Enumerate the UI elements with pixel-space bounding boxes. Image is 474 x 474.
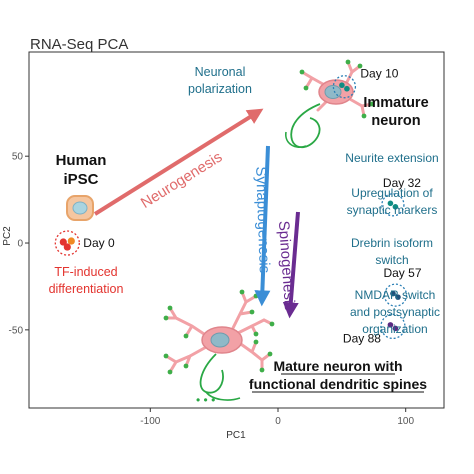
synaptogenesis-label: Synaptogenesis <box>252 166 273 273</box>
point-ring <box>383 283 408 307</box>
stage-4-line1: NMDAR switch <box>355 288 436 302</box>
mature-line2: functional dendritic spines <box>249 376 427 392</box>
neurogenesis-arrow <box>93 108 264 216</box>
point-ring <box>332 75 357 99</box>
cell-dot <box>63 243 71 251</box>
x-tick-label: 0 <box>275 416 281 427</box>
y-tick-label: 50 <box>12 152 24 163</box>
stage-1-line1: Neurite extension <box>345 151 438 165</box>
y-tick-label: -50 <box>9 325 24 336</box>
stage-4-line2: and postsynaptic <box>350 305 440 319</box>
point-label: Day 10 <box>360 67 398 81</box>
y-axis-label: PC2 <box>2 226 13 246</box>
point-ring <box>380 313 406 340</box>
immature-line2: neuron <box>371 113 420 129</box>
annotations: Human iPSC TF-induced differentiation Ne… <box>49 65 440 393</box>
axon-dots: • • • <box>196 393 215 407</box>
stage-2-line2: synaptic markers <box>347 203 438 217</box>
cell-dot <box>387 200 394 207</box>
cell-dot <box>392 204 399 210</box>
polarization-line1: Neuronal <box>195 65 246 79</box>
pca-points: Day 0 Day 10 Day 32 Day 57 Day 88 <box>54 67 422 345</box>
point-ring <box>381 193 405 217</box>
point-day-10: Day 10 <box>332 67 399 99</box>
point-day-0: Day 0 <box>54 230 115 256</box>
cell-dot <box>67 237 75 245</box>
stage-4-line3: organization <box>362 322 427 336</box>
ipsc-title-line1: Human <box>56 152 107 169</box>
stage-2-line1: Upregulation of <box>351 186 433 200</box>
illustrations: • • • <box>66 59 375 407</box>
point-day-32: Day 32 <box>381 176 421 217</box>
cell-dot <box>59 238 67 246</box>
ipsc-title-line2: iPSC <box>63 171 98 188</box>
tf-text-line2: differentiation <box>49 282 124 296</box>
point-label: Day 88 <box>343 331 381 345</box>
tf-text-line1: TF-induced <box>54 265 117 279</box>
cell-dot <box>392 325 399 332</box>
ipsc-cell-icon <box>66 195 94 221</box>
point-day-57: Day 57 <box>383 266 422 307</box>
x-tick-label: 100 <box>397 416 414 427</box>
chart-title: RNA-Seq PCA <box>30 36 128 53</box>
x-axis-label: PC1 <box>226 430 246 441</box>
point-label: Day 32 <box>383 176 421 190</box>
polarization-line2: polarization <box>188 82 252 96</box>
mature-line1: Mature neuron with <box>273 358 402 374</box>
point-label: Day 57 <box>383 266 421 280</box>
point-label: Day 0 <box>83 236 115 250</box>
y-tick-label: 0 <box>17 239 23 250</box>
cell-dot <box>395 294 401 300</box>
mature-neuron-icon: • • • <box>163 289 275 407</box>
stage-3-line1: Drebrin isoform <box>351 236 433 250</box>
immature-line1: Immature <box>363 95 428 111</box>
axes: -100 0 100 50 0 -50 <box>9 152 415 427</box>
spinogenesis-label: Spinogenesis <box>275 220 298 311</box>
spinogenesis-arrow <box>282 211 300 319</box>
synaptogenesis-arrow <box>254 145 271 307</box>
cell-dot <box>344 85 350 92</box>
cell-dot <box>339 82 345 89</box>
x-tick-label: -100 <box>140 416 160 427</box>
point-day-88: Day 88 <box>343 313 406 345</box>
point-ring <box>54 230 80 256</box>
stage-3-line2: switch <box>375 253 408 267</box>
cell-dot <box>387 322 394 328</box>
cell-dot <box>390 290 396 297</box>
